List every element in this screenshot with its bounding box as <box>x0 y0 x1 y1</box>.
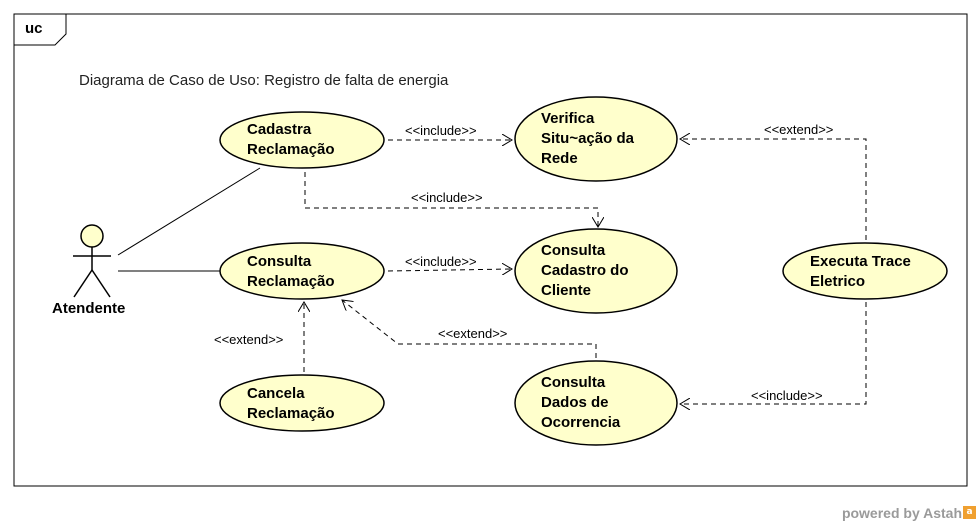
use-case-label-executa-trace: Executa Trace Eletrico <box>810 253 911 290</box>
footer-powered-by: powered by Astah <box>841 505 962 521</box>
astah-logo-icon: a <box>963 506 976 519</box>
actor-atendente[interactable] <box>73 224 111 298</box>
extend-trace-verifica-line <box>680 139 867 240</box>
frame-tab-border <box>14 14 67 46</box>
diagram-frame <box>13 13 968 487</box>
use-case-consulta-reclamacao[interactable] <box>219 242 385 300</box>
relation-label-extend-cancela: <<extend>> <box>214 332 284 347</box>
relation-label-include-verifica: <<include>> <box>405 123 477 138</box>
actor-head <box>80 224 104 248</box>
actor-label: Atendente <box>52 300 126 317</box>
relation-label-include-consulta: <<include>> <box>405 254 477 269</box>
relation-label-include-trace: <<include>> <box>751 388 823 403</box>
include-consulta-cadastro-line <box>387 269 512 271</box>
use-case-consulta-cadastro[interactable] <box>514 228 678 314</box>
use-case-label-verifica: Verifica Situ~ação da Rede <box>541 110 634 167</box>
use-case-cadastra-reclamacao[interactable] <box>219 111 385 169</box>
use-case-cancela-reclamacao[interactable] <box>219 374 385 432</box>
use-case-verifica-situacao[interactable] <box>514 96 678 182</box>
actor-leg-left <box>73 269 93 298</box>
use-case-label-consulta-reclamacao: Consulta Reclamação <box>247 253 335 290</box>
frame-tab-label: uc <box>25 20 43 37</box>
extend-dados-consulta-line <box>342 300 597 358</box>
use-case-label-consulta-dados: Consulta Dados de Ocorrencia <box>541 374 621 431</box>
use-case-label-cancela: Cancela Reclamação <box>247 385 335 422</box>
use-case-executa-trace[interactable] <box>782 242 948 300</box>
relation-label-extend-trace: <<extend>> <box>764 122 834 137</box>
include-trace-dados-line <box>680 302 867 404</box>
actor-leg-right <box>91 269 111 298</box>
use-case-label-cadastra: Cadastra Reclamação <box>247 121 335 158</box>
relation-label-include-cadastro: <<include>> <box>411 190 483 205</box>
diagram-title: Diagrama de Caso de Uso: Registro de fal… <box>79 72 449 89</box>
use-case-label-consulta-cadastro: Consulta Cadastro do Cliente <box>541 242 629 299</box>
association-cadastra <box>117 167 261 256</box>
include-cadastra-cadastro-line <box>304 172 598 227</box>
use-case-consulta-dados[interactable] <box>514 360 678 446</box>
relation-label-extend-dados: <<extend>> <box>438 326 508 341</box>
